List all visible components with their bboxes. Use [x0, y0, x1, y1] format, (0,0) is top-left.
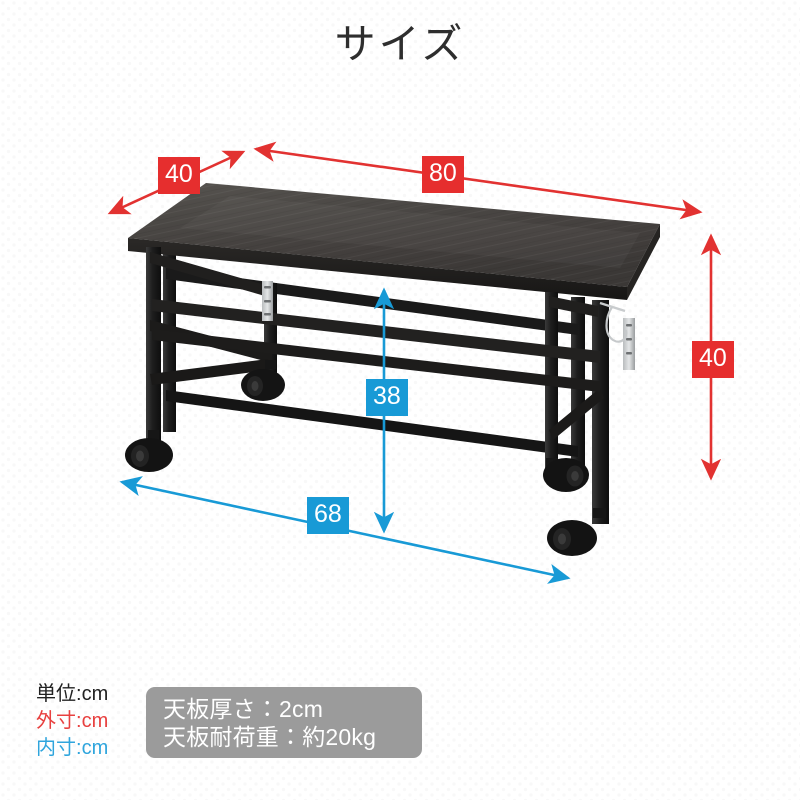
- folding-hinge-left: [262, 281, 273, 321]
- caster-rear-right: [543, 458, 589, 492]
- legend-unit-outer: cm: [81, 710, 109, 732]
- dimension-label-depth: 40: [158, 157, 200, 194]
- dimension-label-height: 40: [692, 341, 734, 378]
- spec-info-box: 天板厚さ：2cm 天板耐荷重：約20kg: [146, 687, 422, 758]
- caster-front-left: [125, 430, 173, 472]
- dimension-label-inner-width: 68: [307, 497, 349, 534]
- legend-row-unit: 単位:cm: [36, 681, 151, 708]
- legend-row-outer: 外寸:cm: [36, 708, 151, 735]
- latch-hook-right: [599, 301, 635, 370]
- caster-rear-left: [241, 360, 285, 401]
- legend-unit-inner: cm: [81, 737, 109, 759]
- dimension-label-width: 80: [422, 156, 464, 193]
- page-title: サイズ: [334, 21, 466, 67]
- dimension-line-width: [253, 141, 703, 220]
- spec-line-thickness: 天板厚さ：2cm: [163, 696, 324, 722]
- legend-row-inner: 内寸:cm: [36, 735, 151, 762]
- caster-front-right: [547, 508, 606, 556]
- legend-label-unit: 単位:: [36, 683, 82, 705]
- dimension-label-inner-height: 38: [366, 379, 408, 416]
- legend-label-inner: 内寸:: [36, 737, 82, 759]
- legend-unit-unit: cm: [81, 683, 109, 705]
- spec-line-load-capacity: 天板耐荷重：約20kg: [163, 724, 377, 750]
- legend-label-outer: 外寸:: [36, 710, 82, 732]
- unit-legend: 単位:cm 外寸:cm 内寸:cm: [36, 681, 151, 762]
